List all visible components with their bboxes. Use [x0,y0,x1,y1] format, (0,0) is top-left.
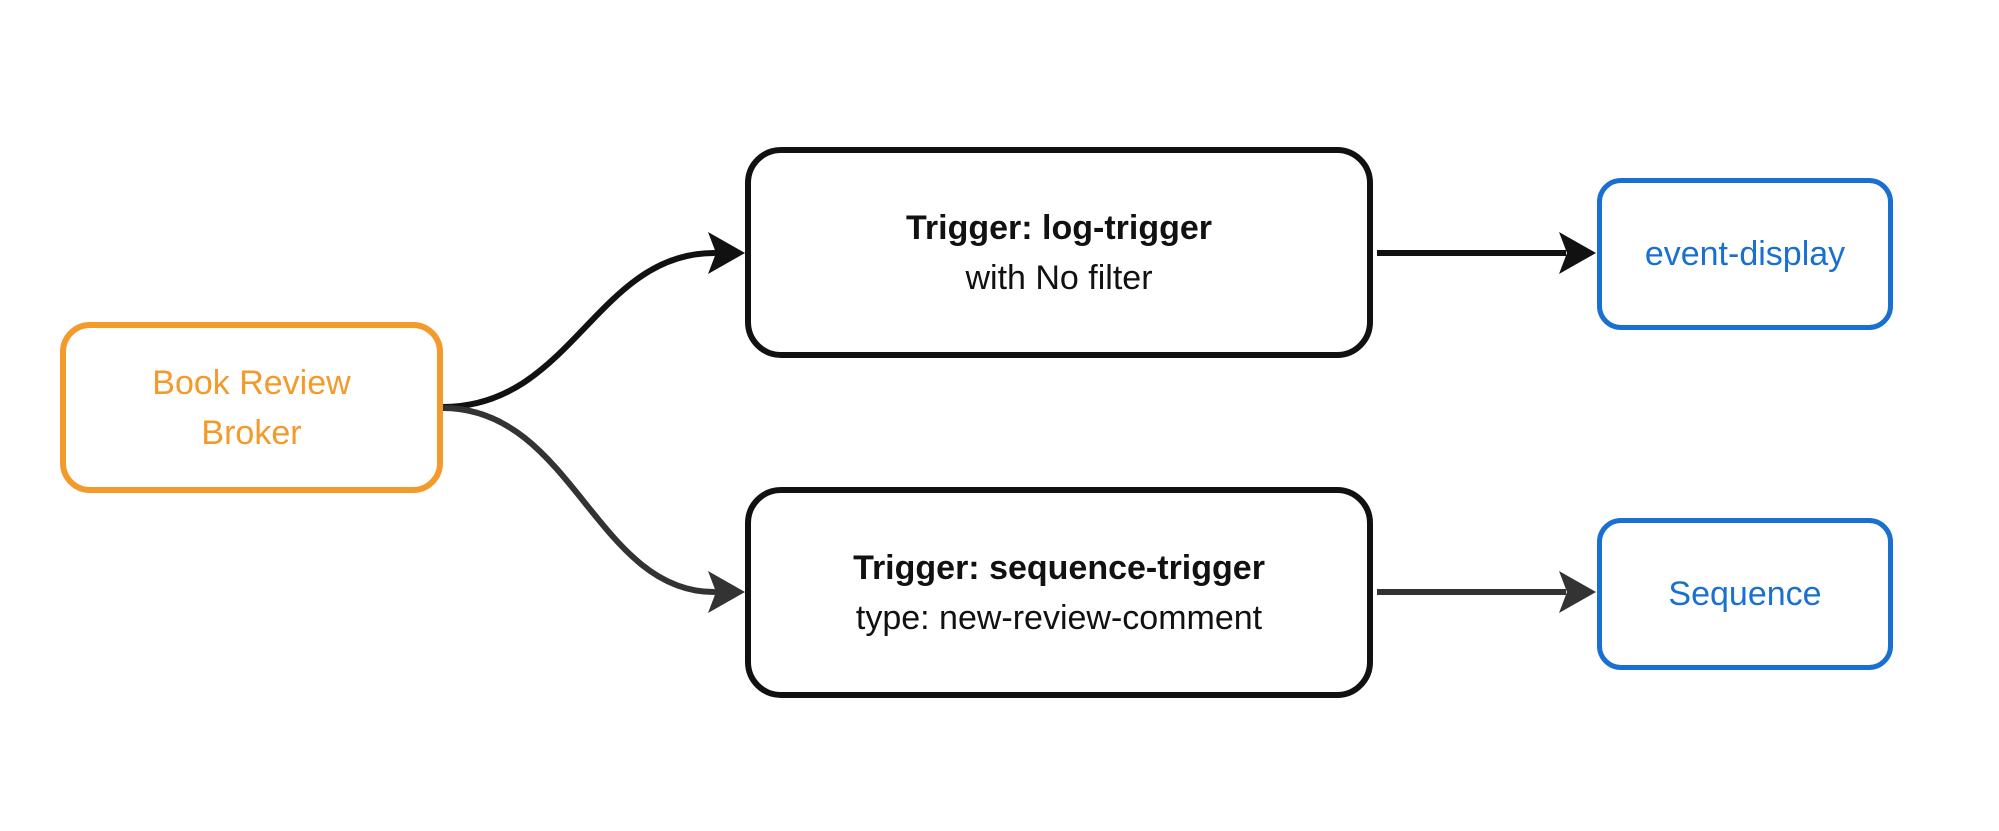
log-trigger-title: Trigger: log-trigger [906,208,1212,247]
node-log-trigger: Trigger: log-trigger with No filter [745,147,1373,358]
node-sequence-trigger: Trigger: sequence-trigger type: new-revi… [745,487,1373,698]
log-trigger-subtitle: with No filter [965,258,1153,297]
edge-sequence-trigger-to-sequence-arrowhead-icon [1559,571,1596,613]
node-book-review-broker: Book Review Broker [60,322,443,493]
event-display-label: event-display [1644,235,1846,273]
edge-broker-to-log-trigger-arrowhead-icon [708,232,745,274]
node-event-display: event-display [1597,178,1893,330]
sequence-label: Sequence [1668,575,1822,613]
sequence-trigger-subtitle: type: new-review-comment [855,598,1263,637]
edge-broker-to-sequence-trigger-line [440,405,717,595]
sequence-trigger-title: Trigger: sequence-trigger [853,548,1265,587]
edge-broker-to-sequence-trigger-arrowhead-icon [708,571,745,613]
node-sequence: Sequence [1597,518,1893,670]
edge-broker-to-log-trigger-line [440,250,717,410]
broker-label-line1: Book Review [152,363,351,402]
edge-log-trigger-to-event-display-arrowhead-icon [1559,232,1596,274]
broker-label-line2: Broker [201,413,302,452]
